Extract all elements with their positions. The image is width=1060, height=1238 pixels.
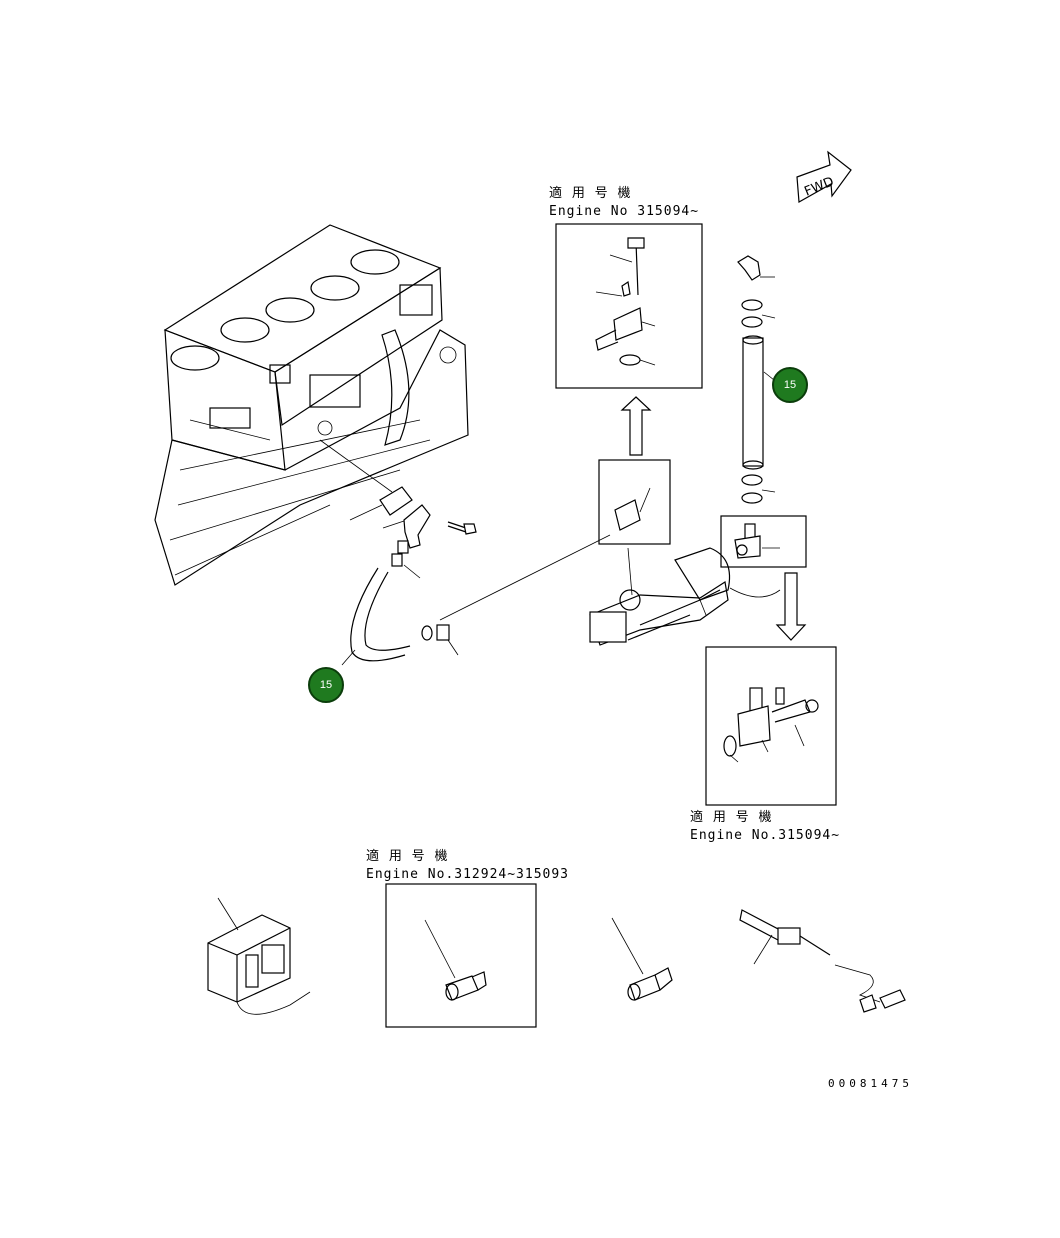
hose-clamp-upper (741, 299, 776, 328)
hose-clamp-mid (741, 474, 776, 504)
applicability-bottom-line1: 適 用 号 機 (366, 849, 449, 864)
clamp-part (391, 540, 421, 579)
applicability-bottom-line2: Engine No.312924~315093 (366, 867, 570, 882)
inset-right (705, 646, 837, 806)
elbow-part (382, 504, 431, 549)
callout-15-upper[interactable]: 15 (772, 367, 808, 403)
applicability-top-line1: 適 用 号 機 (549, 186, 632, 201)
applicability-top-line2: Engine No 315094~ (549, 204, 700, 219)
sensor-part (611, 917, 673, 1001)
up-arrow-icon (620, 396, 652, 456)
connector-box (598, 459, 671, 545)
control-box (207, 897, 311, 1015)
inset-top (555, 223, 703, 389)
heater-element (739, 909, 906, 1013)
heater-assembly (589, 547, 781, 646)
leader-line (439, 534, 611, 621)
upper-fitting (737, 255, 775, 281)
curved-hose (341, 567, 411, 666)
hose-clamp-lower (421, 624, 459, 656)
inset-bottom (385, 883, 537, 1028)
down-arrow-icon (775, 572, 807, 641)
tfitting-box (720, 515, 807, 568)
callout-15-lower[interactable]: 15 (308, 667, 344, 703)
drawing-number: 00081475 (828, 1077, 913, 1090)
applicability-right-line1: 適 用 号 機 (690, 810, 773, 825)
gasket-part (319, 439, 413, 521)
vertical-hose (742, 335, 775, 470)
fwd-arrow-icon: FWD (796, 150, 852, 203)
engine-block (154, 224, 469, 586)
bolt-part (447, 521, 477, 535)
applicability-right-line2: Engine No.315094~ (690, 828, 841, 843)
